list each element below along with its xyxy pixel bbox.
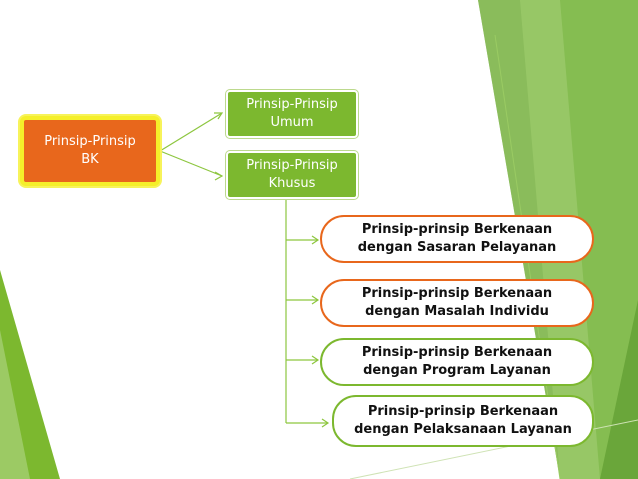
khusus-child-pelaksanaan[interactable]: Prinsip-prinsip Berkenaan dengan Pelaksa…	[332, 395, 594, 447]
child-4-line1: Prinsip-prinsip Berkenaan	[367, 404, 559, 419]
branch-2-arrow	[311, 295, 320, 305]
khusus-child-masalah[interactable]: Prinsip-prinsip Berkenaan dengan Masalah…	[320, 279, 594, 327]
branch-khusus-line1: Prinsip-Prinsip	[246, 158, 338, 173]
khusus-child-program[interactable]: Prinsip-prinsip Berkenaan dengan Program…	[320, 338, 594, 386]
child-1-line2: dengan Sasaran Pelayanan	[357, 240, 557, 255]
branch-umum-line2: Umum	[270, 115, 314, 130]
branch-node-umum[interactable]: Prinsip-Prinsip Umum	[226, 90, 358, 138]
child-3-line2: dengan Program Layanan	[363, 363, 551, 378]
left-green-accent-light	[0, 330, 30, 479]
child-1-line1: Prinsip-prinsip Berkenaan	[361, 222, 553, 237]
connector-root-khusus-arrow	[214, 171, 224, 181]
child-2-line2: dengan Masalah Individu	[365, 304, 549, 319]
connector-root-umum-arrow	[214, 112, 224, 120]
branch-umum-line1: Prinsip-Prinsip	[246, 97, 338, 112]
khusus-child-sasaran[interactable]: Prinsip-prinsip Berkenaan dengan Sasaran…	[320, 215, 594, 263]
branch-1-arrow	[311, 235, 320, 245]
branch-4-arrow	[321, 418, 330, 428]
connector-root-khusus	[159, 150, 223, 177]
child-3-line1: Prinsip-prinsip Berkenaan	[361, 345, 553, 360]
child-2-line1: Prinsip-prinsip Berkenaan	[361, 286, 553, 301]
branch-3-arrow	[311, 355, 320, 365]
connector-root-umum	[159, 112, 223, 152]
root-node[interactable]: Prinsip-Prinsip BK	[20, 116, 160, 186]
root-connectors	[159, 112, 224, 181]
child-4-line2: dengan Pelaksanaan Layanan	[354, 422, 572, 437]
branch-khusus-line2: Khusus	[268, 176, 316, 191]
khusus-connectors	[285, 200, 330, 428]
branch-node-khusus[interactable]: Prinsip-Prinsip Khusus	[226, 151, 358, 199]
root-node-line2: BK	[81, 152, 99, 167]
root-node-line1: Prinsip-Prinsip	[44, 134, 136, 149]
